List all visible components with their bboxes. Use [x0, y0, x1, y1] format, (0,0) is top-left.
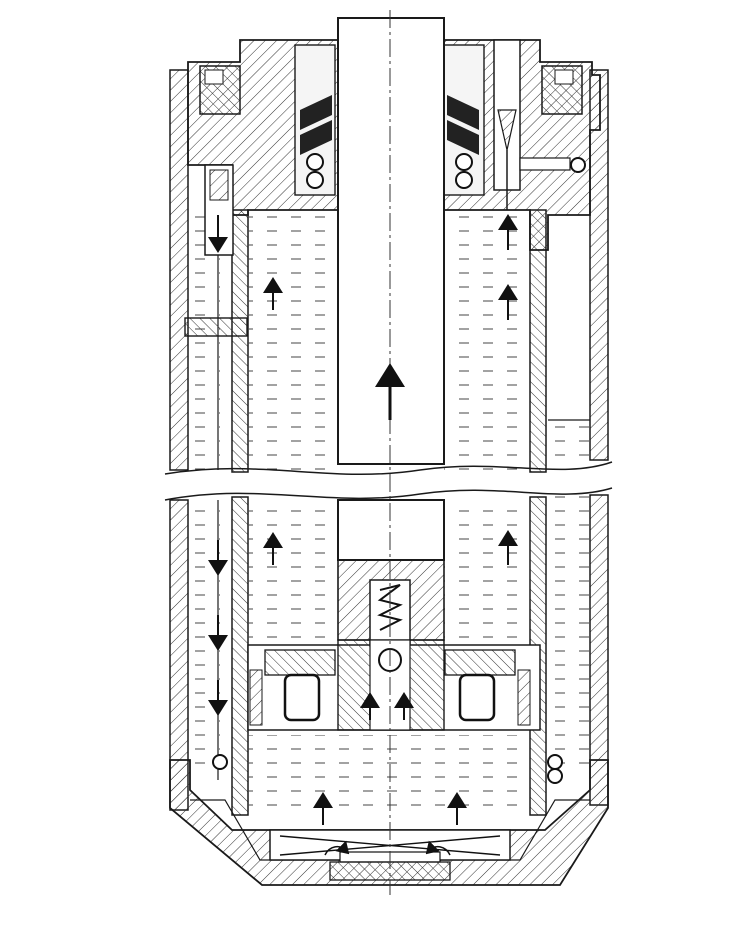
flow-arrows [208, 214, 518, 825]
cylinder-fluid [248, 215, 530, 815]
outer-tube [169, 69, 609, 811]
working-cylinder [217, 170, 547, 816]
break-lines [164, 461, 613, 501]
